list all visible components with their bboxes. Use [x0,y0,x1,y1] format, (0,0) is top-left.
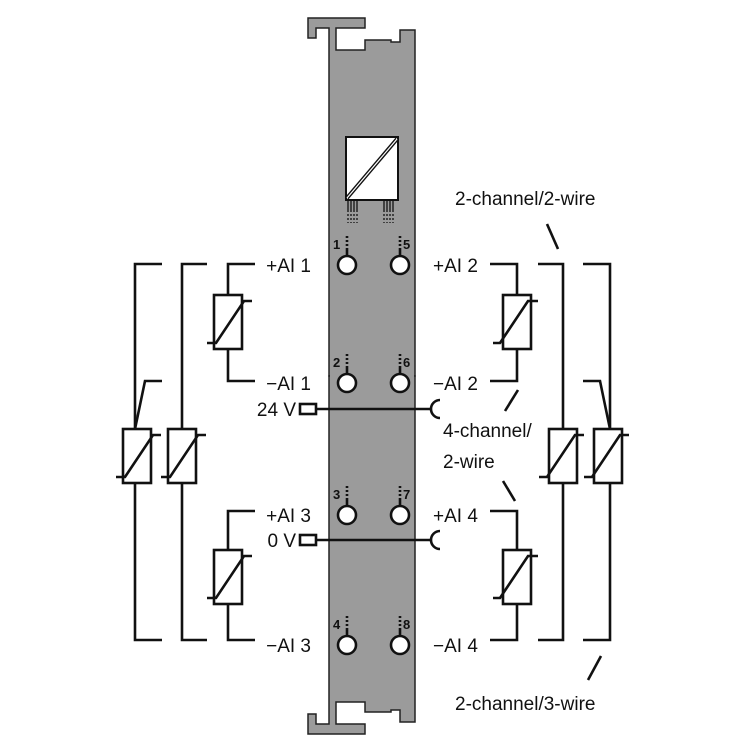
annotation-4ch-line2: 2-wire [443,452,495,473]
label-0v: 0 V [267,531,296,552]
terminal-number: 2 [333,355,340,370]
terminal-number: 5 [403,237,410,252]
label-ai3-minus: −AI 3 [266,636,311,657]
terminal-number: 6 [403,355,410,370]
label-ai3-plus: +AI 3 [266,506,311,527]
label-ai1-plus: +AI 1 [266,256,311,277]
terminals: 1 5 2 6 3 7 4 8 [333,236,411,656]
left-sensor-wiring [116,262,255,642]
annotation-2ch-3wire: 2-channel/3-wire [455,694,595,715]
label-ai4-plus: +AI 4 [433,506,478,527]
label-ai2-plus: +AI 2 [433,256,478,277]
terminal-3 [336,504,358,526]
terminal-1 [336,254,358,276]
terminal-number: 4 [333,617,341,632]
terminal-4 [336,634,358,656]
rtd-sensor-icon [207,293,252,351]
label-ai4-minus: −AI 4 [433,636,478,657]
terminal-number: 8 [403,617,410,632]
terminal-number: 3 [333,487,340,502]
label-ai2-minus: −AI 2 [433,374,478,395]
leader-lines [501,223,603,681]
terminal-8 [389,634,411,656]
right-labels: +AI 2 −AI 2 +AI 4 −AI 4 [433,256,478,657]
label-24v: 24 V [257,400,296,421]
terminal-2 [336,372,358,394]
converter-symbol [345,136,399,223]
right-sensor-diagonals [493,299,629,600]
terminal-5 [389,254,411,276]
terminal-6 [389,372,411,394]
annotation-4ch-line1: 4-channel/ [443,421,532,442]
terminal-7 [389,504,411,526]
rtd-sensor-icon [207,548,252,606]
rtd-sensor-icon [116,427,161,485]
terminal-number: 1 [333,237,340,252]
annotations: 2-channel/2-wire 4-channel/ 2-wire 2-cha… [443,189,595,715]
annotation-2ch-2wire: 2-channel/2-wire [455,189,595,210]
label-ai1-minus: −AI 1 [266,374,311,395]
rtd-sensor-icon [161,427,206,485]
power-rails [298,398,441,551]
terminal-number: 7 [403,487,410,502]
left-labels: +AI 1 −AI 1 24 V +AI 3 0 V −AI 3 [257,256,311,657]
